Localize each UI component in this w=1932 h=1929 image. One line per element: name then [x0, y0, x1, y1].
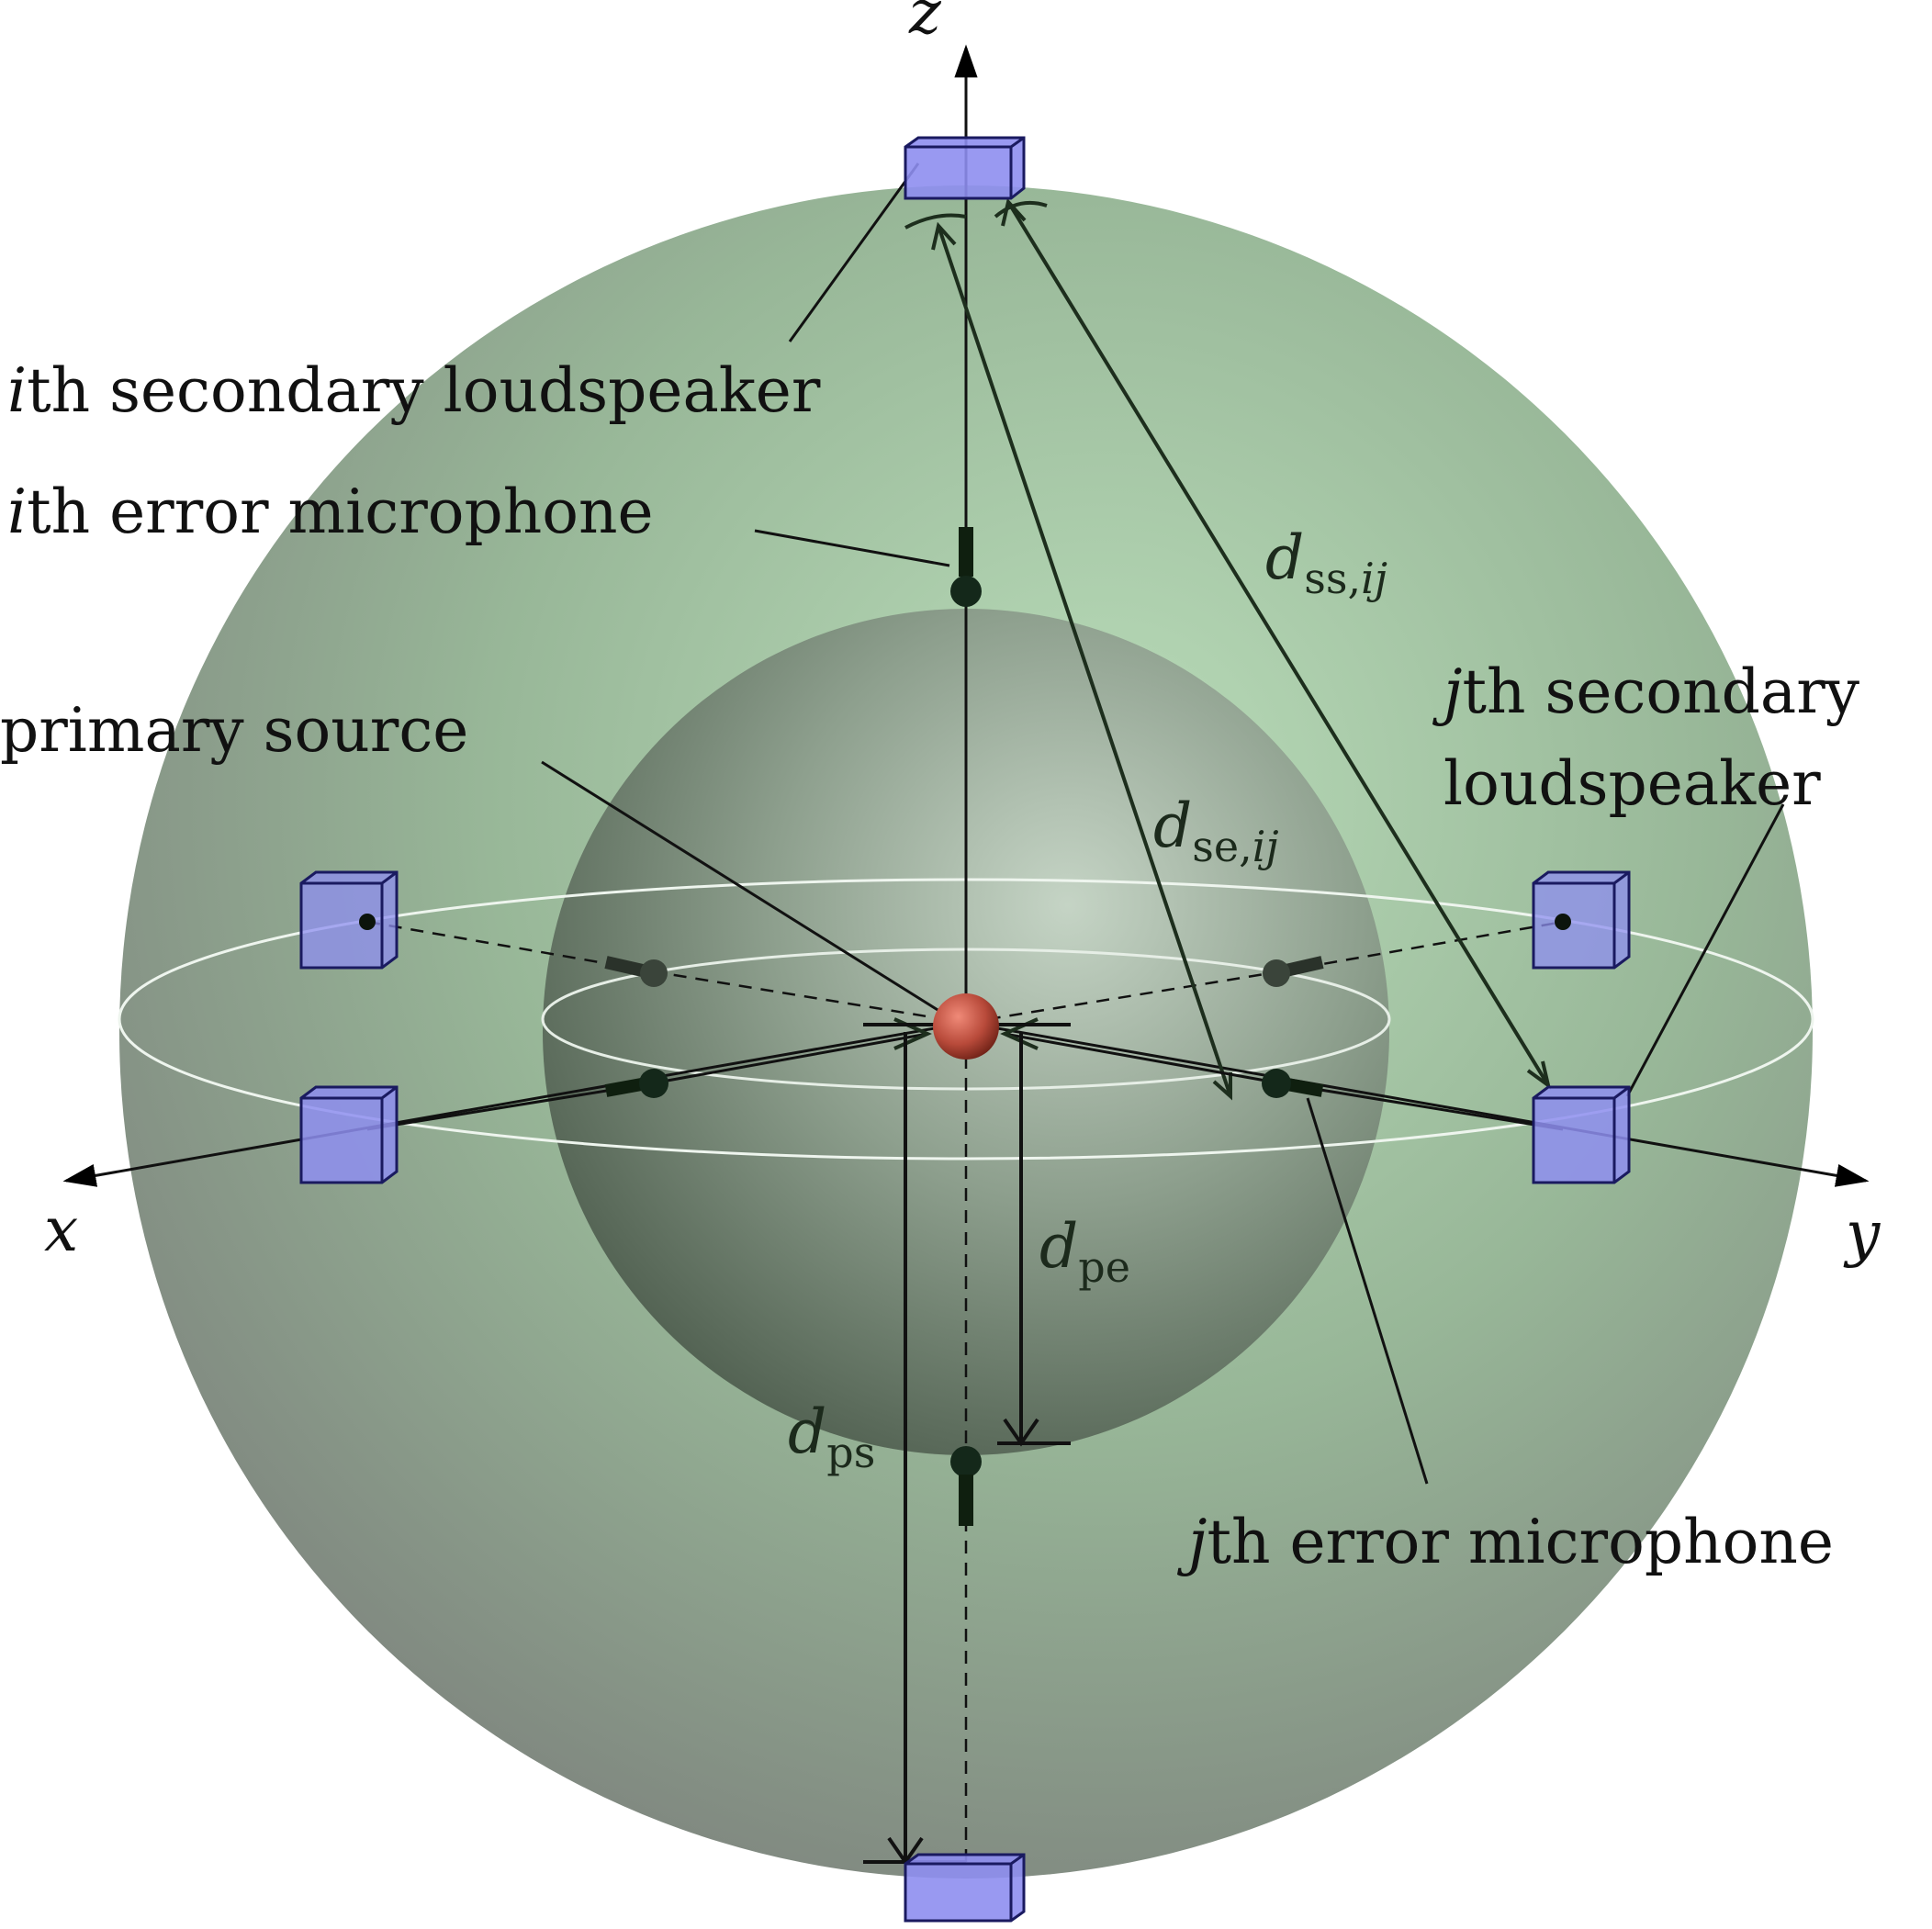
microphone-front-right [1262, 1069, 1324, 1098]
microphone-front-left [604, 1069, 668, 1098]
d-ss-arrow [1006, 200, 1550, 1087]
speaker-dot-back-left [359, 914, 376, 930]
axis-label-z: z [908, 0, 942, 48]
loudspeaker-top [904, 136, 1026, 200]
d-se-tick-top [904, 213, 967, 230]
y-axis [965, 1021, 1870, 1187]
axis-label-x: x [44, 1194, 78, 1265]
front-link-lines [366, 1032, 1564, 1131]
microphone-top [950, 527, 982, 607]
d-ps-arrowhead [887, 1836, 924, 1866]
d-ss-arrowhead-bottom [1526, 1060, 1552, 1090]
d-ss-arrowhead-top [1001, 197, 1027, 227]
leader-lines [541, 163, 1785, 1485]
j-secondary-loudspeaker-label-line1: jth secondary [1432, 656, 1860, 727]
d-ss-tick-top [994, 201, 1048, 219]
primary-source-sphere [933, 993, 999, 1060]
microphone-back-left [604, 956, 668, 987]
d-ps-label: dps [788, 1396, 875, 1477]
d-ss-label: dss,ij [1265, 522, 1387, 603]
j-secondary-loudspeaker-label-line2: loudspeaker [1443, 748, 1821, 819]
axis-label-y: y [1843, 1198, 1881, 1269]
loudspeaker-back-right [1532, 870, 1631, 970]
loudspeaker-front-right [1532, 1085, 1631, 1184]
d-se-label: dse,ij [1153, 791, 1279, 871]
d-se-arrow [937, 225, 1232, 1097]
d-pe-arrowhead [1003, 1418, 1039, 1447]
loudspeaker-back-left [299, 870, 399, 970]
speaker-dot-back-right [1555, 914, 1571, 930]
x-axis [62, 1021, 967, 1187]
microphone-bottom [950, 1446, 982, 1526]
i-error-microphone-label: ith error microphone [7, 477, 654, 547]
microphone-back-right [1263, 956, 1324, 987]
loudspeaker-bottom [904, 1853, 1026, 1923]
d-se-arrowhead-bottom [1212, 1072, 1232, 1101]
loudspeaker-front-left [299, 1085, 399, 1184]
d-pe-label: dpe [1039, 1211, 1130, 1292]
d-se-arrowhead-top [931, 221, 957, 251]
i-secondary-loudspeaker-label: ith secondary loudspeaker [7, 355, 821, 426]
j-error-microphone-label: jth error microphone [1176, 1507, 1834, 1577]
primary-source-label: primary source [0, 695, 468, 766]
